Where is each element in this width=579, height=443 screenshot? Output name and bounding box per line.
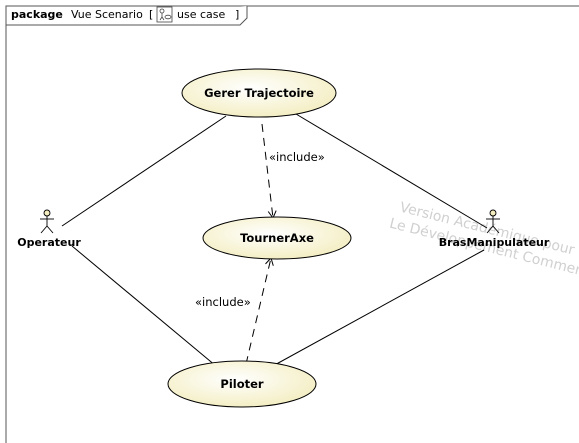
association-bras-gerer <box>295 113 488 229</box>
actor-bras-manipulateur[interactable]: BrasManipulateur <box>439 209 550 249</box>
use-case-label-tourner: TournerAxe <box>240 231 314 245</box>
use-case-diagram-icon <box>156 6 173 23</box>
frame-name: Vue Scenario <box>71 8 143 21</box>
include-piloter-tourner <box>245 257 274 365</box>
include-label-top: «include» <box>269 150 325 164</box>
use-case-label-piloter: Piloter <box>220 377 264 391</box>
include-gerer-tourner <box>261 123 277 220</box>
frame-close-bracket: ] <box>235 8 239 21</box>
use-case-gerer-trajectoire[interactable]: Gerer Trajectoire <box>181 68 337 118</box>
package-frame: package Vue Scenario [ use case ] <box>5 5 579 443</box>
use-case-label-gerer: Gerer Trajectoire <box>204 86 314 100</box>
stick-figure-icon <box>486 209 500 234</box>
frame-open-bracket: [ <box>149 8 153 21</box>
associations <box>61 113 488 368</box>
use-case-tourner-axe[interactable]: TournerAxe <box>202 216 352 260</box>
stick-figure-icon <box>40 209 54 234</box>
use-case-piloter[interactable]: Piloter <box>167 360 317 408</box>
actor-operateur[interactable]: Operateur <box>17 209 81 249</box>
frame-keyword: package <box>11 8 63 21</box>
include-dependencies <box>245 123 277 365</box>
frame-kind-label: use case <box>177 8 225 21</box>
association-bras-piloter <box>270 249 485 368</box>
association-operateur-piloter <box>71 245 217 367</box>
actor-label-operateur: Operateur <box>17 236 81 249</box>
association-operateur-gerer <box>61 115 227 227</box>
include-label-bottom: «include» <box>195 295 251 309</box>
actor-label-bras: BrasManipulateur <box>439 236 550 249</box>
